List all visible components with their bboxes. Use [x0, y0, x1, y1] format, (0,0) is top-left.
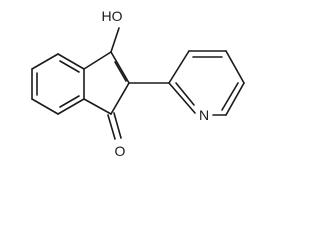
- bond: [168, 50, 190, 84]
- bond: [57, 53, 85, 70]
- hydroxyl-label: HO: [102, 8, 123, 24]
- bond: [225, 50, 245, 84]
- double-bond-inner: [59, 95, 80, 108]
- bond: [31, 53, 59, 70]
- double-bond-inner: [175, 82, 195, 106]
- bond: [110, 51, 130, 84]
- double-bond-inner: [59, 60, 80, 73]
- bond: [83, 98, 112, 115]
- bond: [31, 98, 59, 115]
- cyclopentenone-ring: [83, 51, 130, 115]
- double-bond-inner: [221, 82, 239, 111]
- bond: [168, 82, 196, 114]
- pyridine-nitrogen-label: N: [199, 107, 209, 123]
- bond: [57, 98, 85, 115]
- pyridine-ring: [168, 50, 245, 116]
- bond-c-o-double: [113, 112, 122, 139]
- double-bond-inner: [114, 61, 127, 82]
- benzene-ring: [31, 53, 85, 115]
- chemical-structure-diagram: HO O N: [31, 8, 245, 158]
- bond-c-oh: [110, 27, 120, 53]
- bond: [225, 82, 245, 116]
- bond: [110, 82, 130, 115]
- bond: [83, 51, 112, 70]
- carbonyl-oxygen-label: O: [115, 143, 126, 158]
- bond-c-o: [107, 114, 116, 140]
